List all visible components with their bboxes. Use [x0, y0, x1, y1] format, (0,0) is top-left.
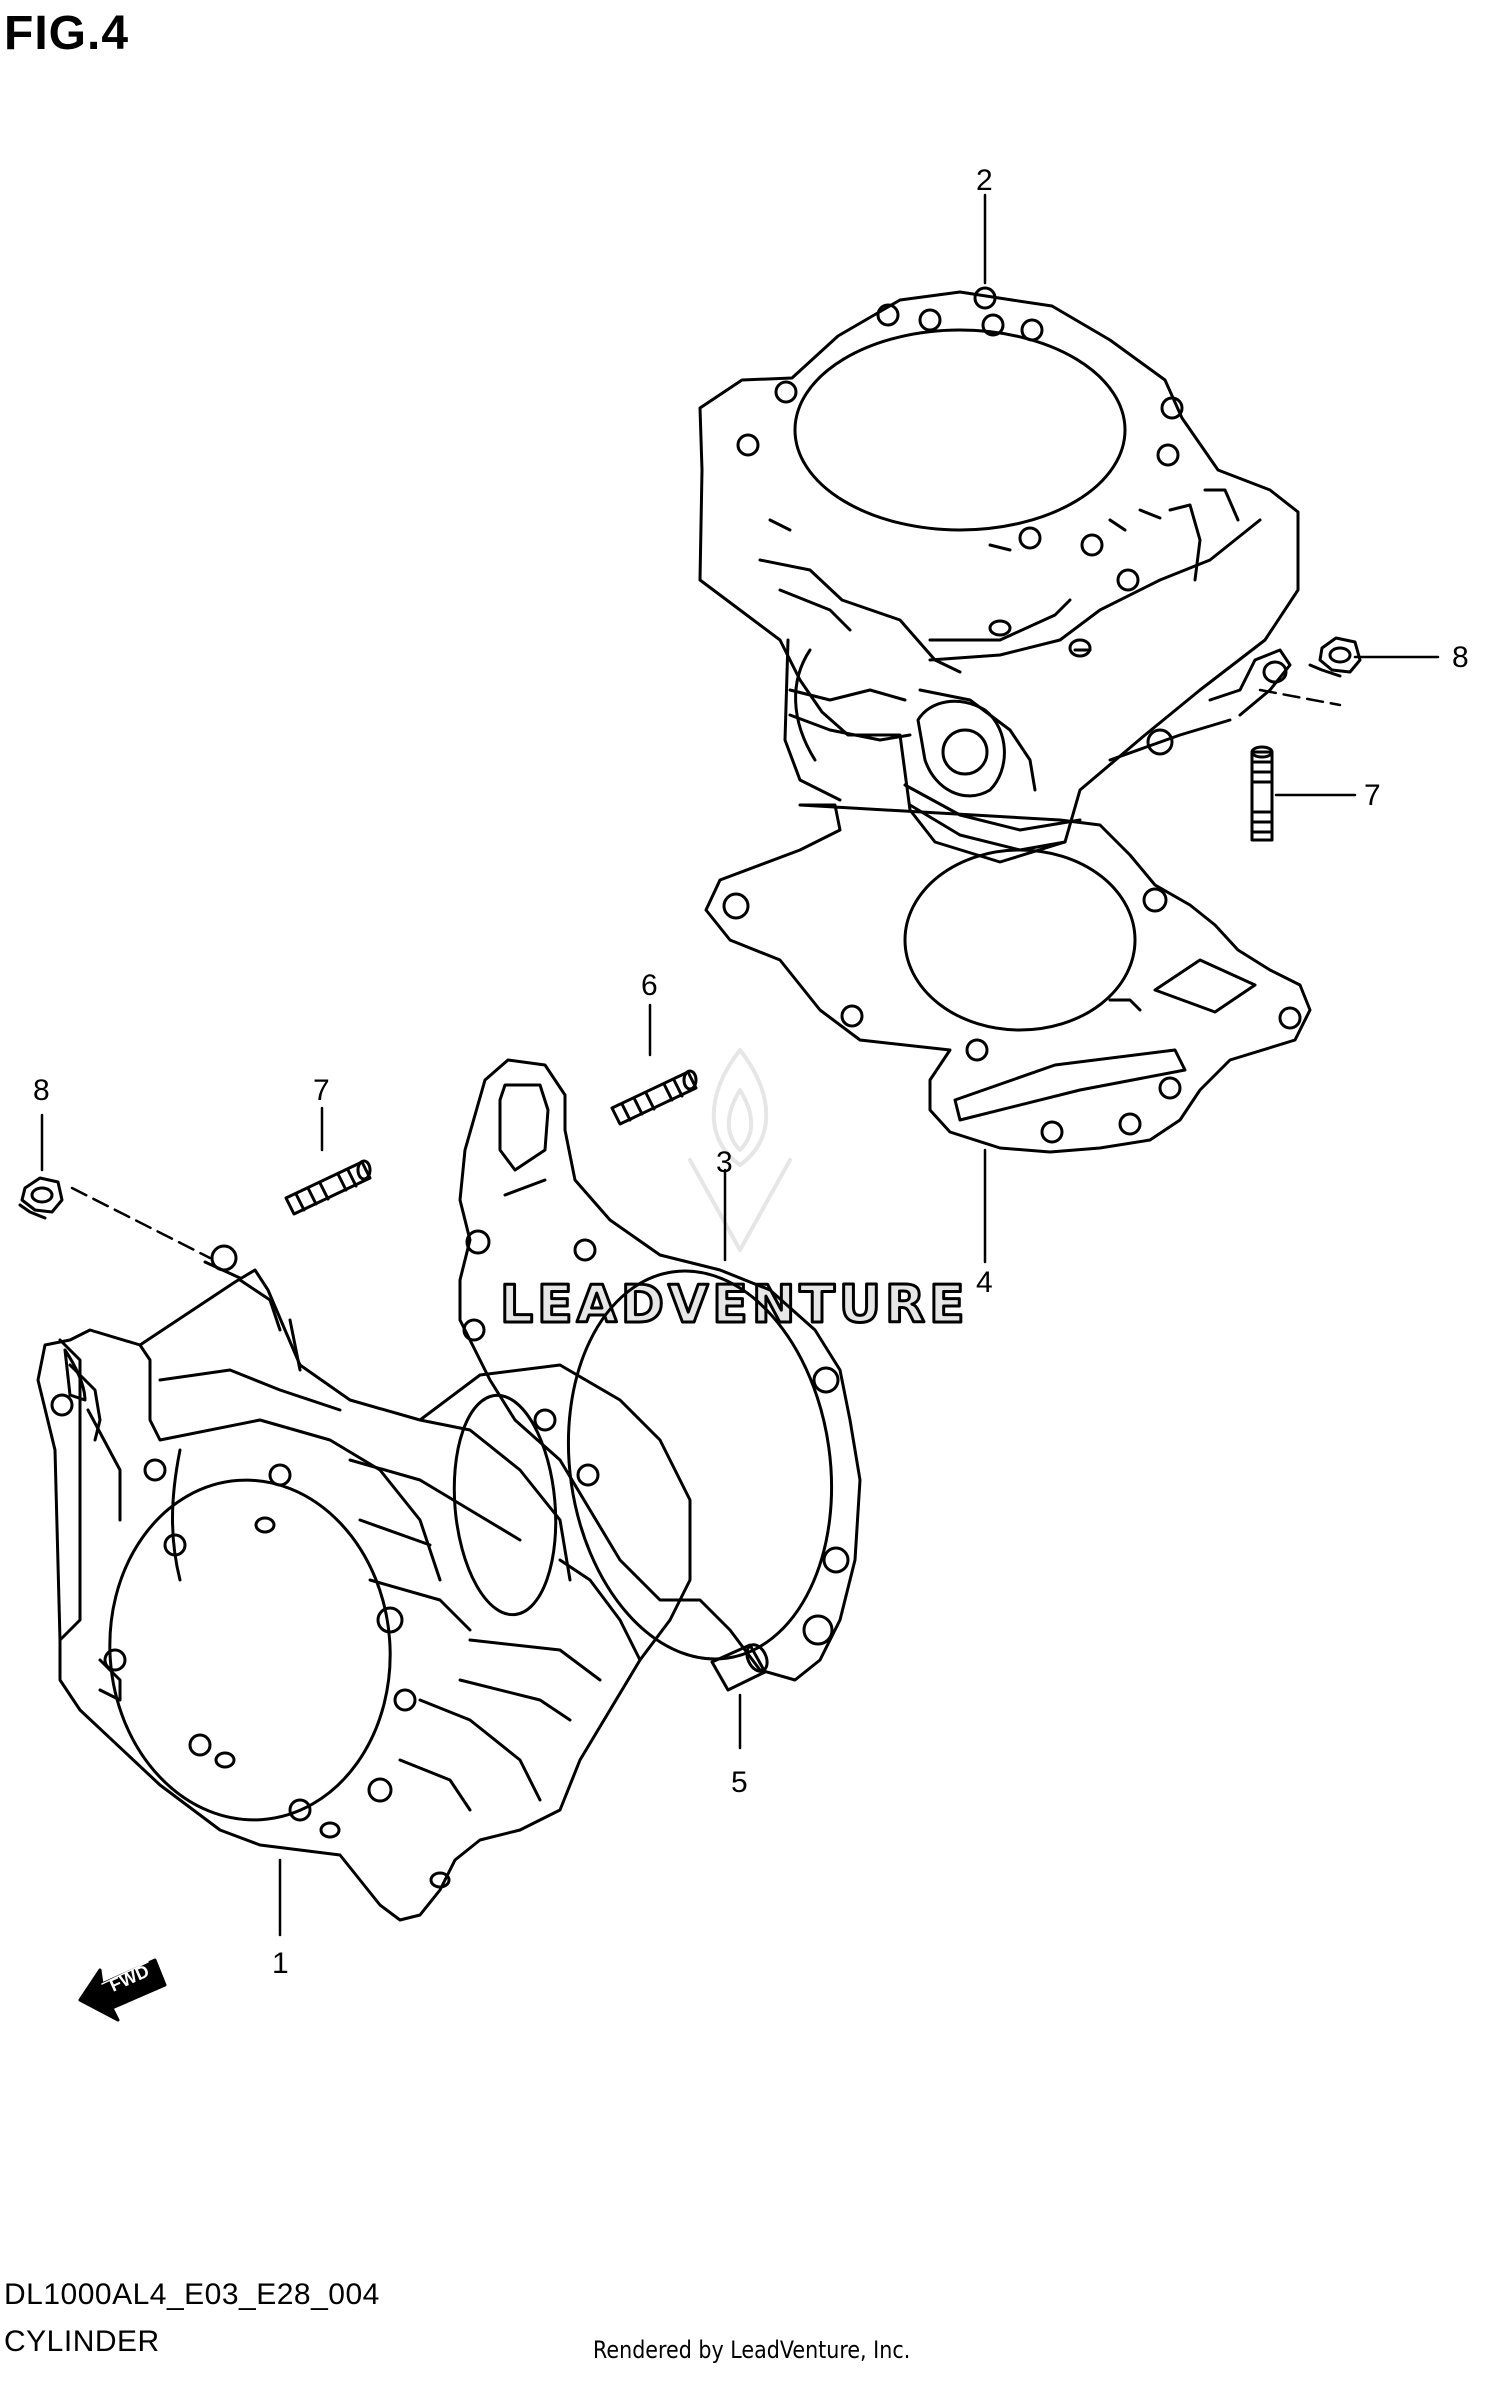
model-code: DL1000AL4_E03_E28_004: [4, 2278, 380, 2311]
front-gasket-part-3: [458, 1058, 862, 1682]
callout-8-upper: 8: [1452, 641, 1469, 674]
callout-7-left: 7: [313, 1074, 330, 1107]
fwd-direction-arrow: [78, 1958, 167, 2022]
dowel-part-5: [710, 1643, 769, 1692]
callout-4: 4: [976, 1266, 993, 1299]
nut-part-8-left-dashed: [70, 1186, 212, 1260]
nut-part-8-upper-dashed: [1258, 688, 1342, 707]
callout-3: 3: [716, 1146, 733, 1179]
section-name: CYLINDER: [4, 2325, 160, 2358]
stud-part-7-upper: [1250, 745, 1274, 842]
nut-part-8-upper: [1308, 636, 1362, 678]
stud-part-7-left: [284, 1159, 372, 1216]
rear-cylinder-part-2: [698, 286, 1300, 864]
rear-gasket-part-4: [704, 803, 1312, 1154]
render-credit: Rendered by LeadVenture, Inc.: [593, 2336, 911, 2364]
stud-part-6: [610, 1069, 698, 1126]
callout-2: 2: [976, 164, 993, 197]
callout-6: 6: [641, 969, 658, 1002]
callout-8-left: 8: [33, 1074, 50, 1107]
callout-5: 5: [731, 1766, 748, 1799]
nut-part-8-left: [18, 1176, 64, 1220]
callout-1: 1: [272, 1947, 289, 1980]
figure-title: FIG.4: [4, 7, 130, 60]
front-cylinder-part-1: [36, 1244, 692, 1922]
callout-7-upper: 7: [1364, 779, 1381, 812]
watermark-logo: [688, 1048, 792, 1252]
